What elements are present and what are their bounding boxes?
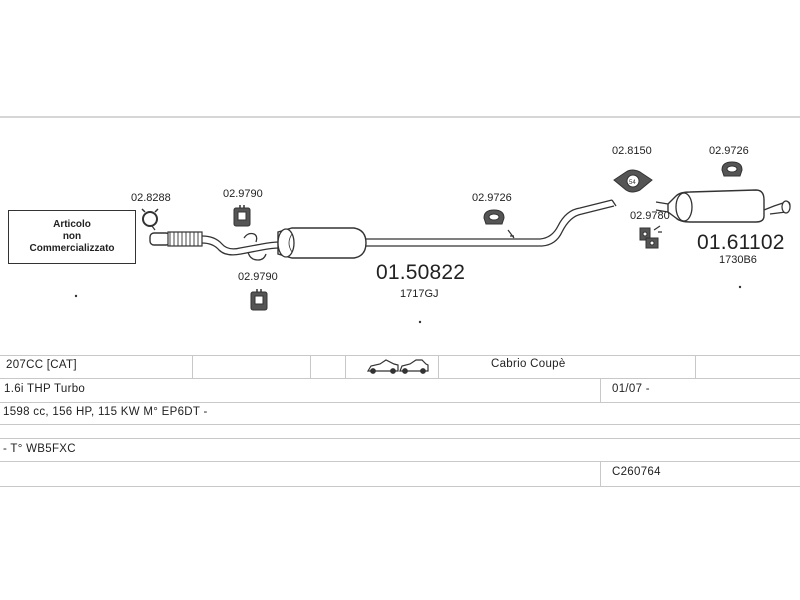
gasket-icon: 54 xyxy=(613,169,653,193)
part-code-bracket: 02.9780 xyxy=(630,210,670,222)
clamp-front-icon xyxy=(141,208,159,231)
rubber-mount-icon xyxy=(250,289,268,311)
vehicle-type-code: - T° WB5FXC xyxy=(3,443,76,455)
cabrio-coupe-car-icon xyxy=(366,359,429,374)
table-rule xyxy=(0,438,800,439)
leader-marks xyxy=(74,285,742,324)
table-divider xyxy=(695,355,696,378)
table-divider xyxy=(345,355,346,378)
table-divider xyxy=(310,355,311,378)
middle-silencer-code: 01.50822 xyxy=(376,261,466,284)
production-date: 01/07 - xyxy=(612,383,650,395)
table-divider xyxy=(600,461,601,486)
engine-spec: 1598 cc, 156 HP, 115 KW M° EP6DT - xyxy=(3,406,208,418)
table-rule xyxy=(0,355,800,356)
table-rule xyxy=(0,402,800,403)
not-available-box: Articolo non Commercializzato xyxy=(8,210,136,264)
body-type: Cabrio Coupè xyxy=(491,358,566,370)
part-code-gasket: 02.8150 xyxy=(612,145,652,157)
part-code-clamp: 02.8288 xyxy=(131,192,171,204)
part-code-mount-a: 02.9790 xyxy=(223,188,263,200)
table-rule xyxy=(0,424,800,425)
table-rule xyxy=(0,486,800,487)
part-code-mount-mid: 02.9726 xyxy=(472,192,512,204)
not-available-line3: Commercializzato xyxy=(29,243,115,254)
part-code-mount-rear: 02.9726 xyxy=(709,145,749,157)
rubber-mount-icon xyxy=(483,209,505,225)
table-divider xyxy=(438,355,439,378)
vehicle-model: 207CC [CAT] xyxy=(6,359,77,371)
middle-silencer xyxy=(277,227,367,259)
part-code-mount-b: 02.9790 xyxy=(238,271,278,283)
table-divider xyxy=(192,355,193,378)
table-rule xyxy=(0,461,800,462)
mid-pipe xyxy=(366,199,617,247)
rubber-mount-icon xyxy=(233,205,251,227)
not-available-line1: Articolo xyxy=(53,219,91,230)
rear-silencer xyxy=(655,189,791,223)
bracket-kit-icon xyxy=(639,225,662,249)
not-available-line2: non xyxy=(62,231,82,242)
table-rule xyxy=(0,378,800,379)
rear-silencer-code: 01.61102 xyxy=(697,231,785,254)
table-divider xyxy=(600,378,601,402)
rubber-mount-icon xyxy=(721,161,743,177)
catalog-reference: C260764 xyxy=(612,466,661,478)
svg-text:54: 54 xyxy=(629,180,636,186)
middle-silencer-oem: 1717GJ xyxy=(400,288,439,300)
front-pipe xyxy=(149,231,281,261)
engine-name: 1.6i THP Turbo xyxy=(4,383,86,395)
rear-silencer-oem: 1730B6 xyxy=(719,254,757,266)
